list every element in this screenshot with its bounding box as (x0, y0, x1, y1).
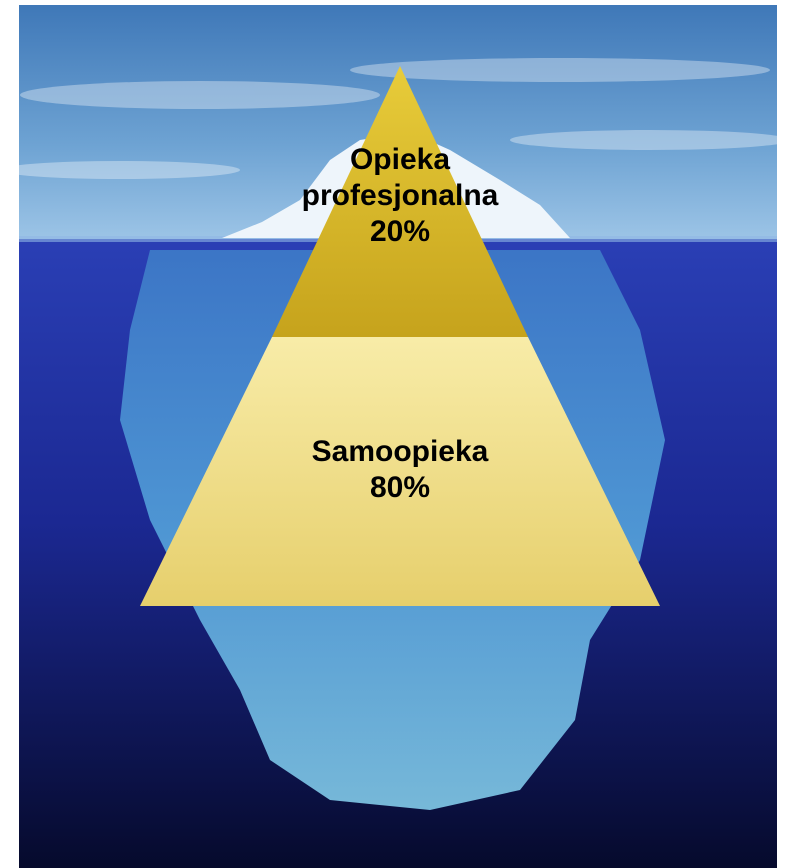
self-care-label: Samoopieka 80% (250, 434, 550, 506)
pyramid-top-tier (272, 66, 528, 337)
clouds (0, 58, 790, 179)
self-care-percent: 80% (369, 471, 431, 504)
professional-care-line-1: Opieka (349, 143, 451, 176)
professional-care-line-2: profesjonalna (301, 179, 499, 212)
professional-care-label: Opieka profesjonalna 20% (250, 142, 550, 250)
professional-care-percent: 20% (369, 215, 431, 248)
pyramid-bottom-tier (140, 337, 660, 606)
self-care-line-1: Samoopieka (311, 435, 489, 468)
